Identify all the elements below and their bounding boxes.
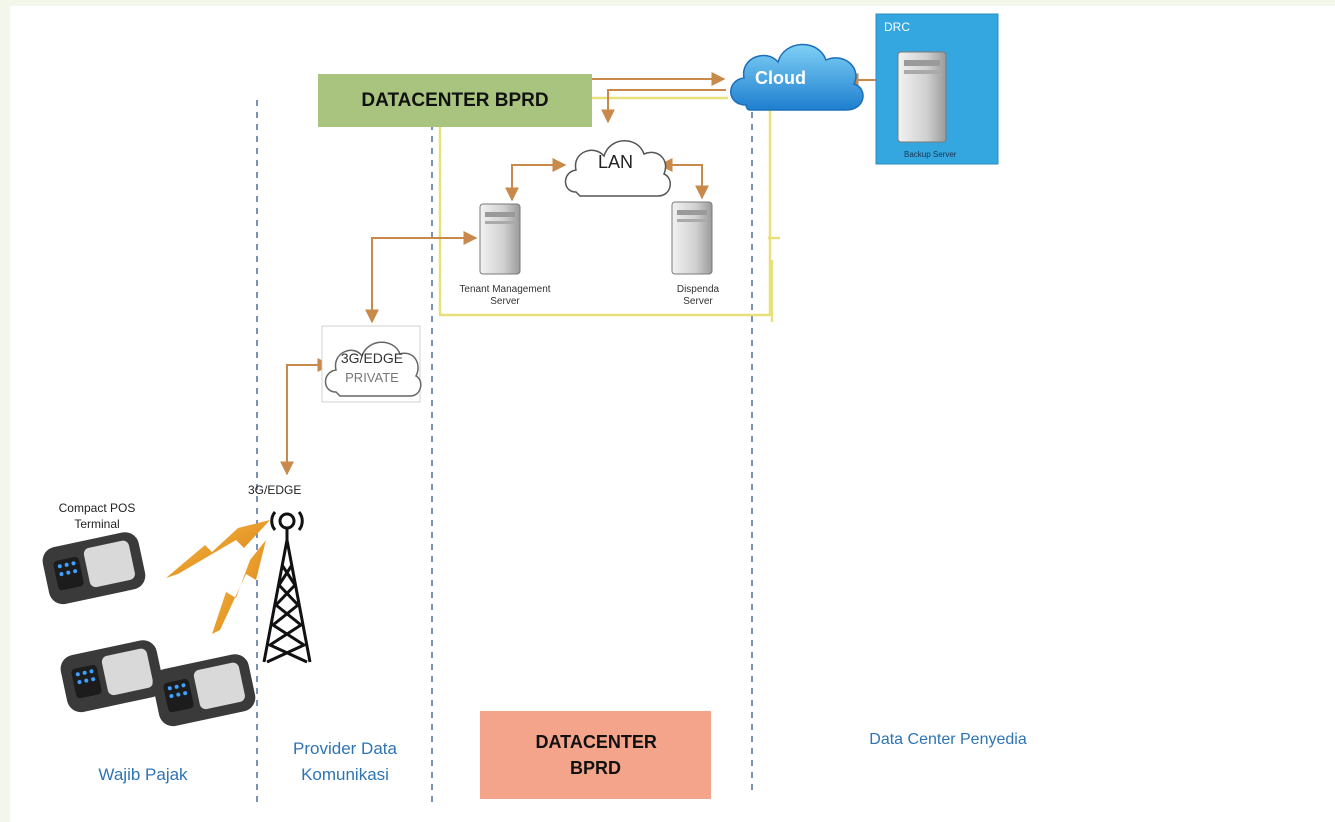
backup-server-icon xyxy=(897,51,947,143)
column-label-penyedia: Data Center Penyedia xyxy=(869,731,1027,748)
private-network-icon xyxy=(321,325,422,403)
pos-terminal-icon xyxy=(42,532,256,727)
datacenter-label-top: DATACENTER BPRD xyxy=(318,74,592,127)
lan-label: LAN xyxy=(598,152,634,172)
drc-label: DRC xyxy=(884,20,910,34)
tenant-server-icon xyxy=(479,203,521,275)
private-network-label-line1: 3G/EDGE xyxy=(340,350,404,366)
datacenter-label-bottom-text: DATACENTER BPRD xyxy=(535,732,657,778)
lan-cloud-icon xyxy=(564,140,671,197)
connector-lan-tenant xyxy=(505,158,567,202)
connector-private-tower xyxy=(280,358,332,476)
cloud-icon xyxy=(730,43,864,111)
cloud-label: Cloud xyxy=(755,68,806,88)
pos-terminal-label: Compact POS Terminal xyxy=(58,501,136,531)
datacenter-border xyxy=(438,96,780,322)
connectors xyxy=(280,72,876,476)
column-label-wajib-pajak: Wajib Pajak xyxy=(98,765,188,784)
radio-tower-icon xyxy=(262,511,312,664)
connector-cloud-lan xyxy=(601,89,726,124)
private-network-label-line2: PRIVATE xyxy=(345,370,399,385)
datacenter-label-bottom: DATACENTER BPRD xyxy=(480,711,711,799)
tenant-server-label: Tenant Management Server xyxy=(459,284,551,307)
tower-label: 3G/EDGE xyxy=(248,483,302,497)
backup-server-label: Backup Server xyxy=(904,150,957,159)
column-label-provider: Provider Data Komunikasi xyxy=(293,739,397,784)
connector-lan-dispenda xyxy=(658,158,709,200)
dispenda-server-icon xyxy=(671,201,713,275)
lightning-icon xyxy=(166,520,270,634)
dispenda-server-label: Dispenda Server xyxy=(676,284,720,307)
column-dividers xyxy=(256,100,753,806)
connector-tenant-private xyxy=(365,231,478,324)
